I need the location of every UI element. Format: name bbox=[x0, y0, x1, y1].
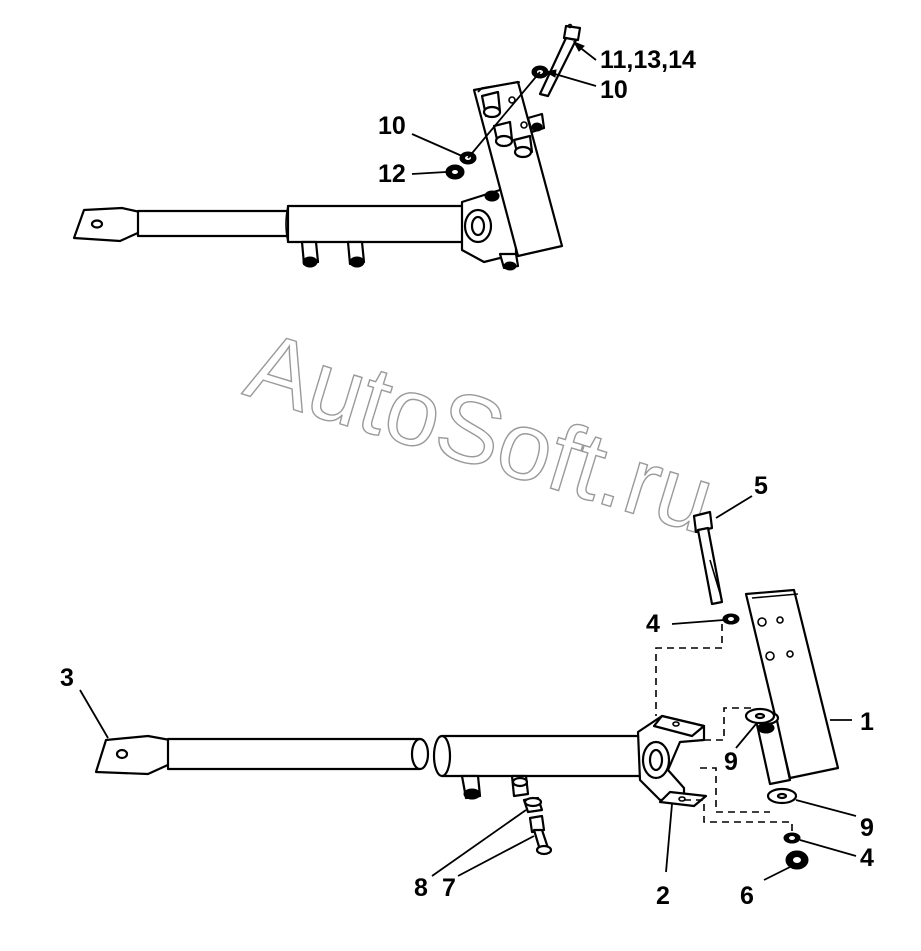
callout-4-lower: 4 bbox=[860, 844, 874, 872]
callout-8: 8 bbox=[414, 874, 428, 902]
part-8-nut bbox=[522, 796, 544, 814]
bottom-thin-tube bbox=[166, 737, 430, 771]
top-arm-thin-tube bbox=[136, 209, 292, 238]
callout-9-upper: 9 bbox=[724, 748, 738, 776]
part-9-washer-lower bbox=[766, 787, 798, 805]
callout-3: 3 bbox=[60, 664, 74, 692]
top-plate-studs bbox=[480, 90, 546, 159]
callout-4-upper: 4 bbox=[646, 610, 660, 638]
part-7-bolt bbox=[528, 814, 553, 856]
part-2-clamp bbox=[636, 714, 708, 808]
callout-10-right: 10 bbox=[600, 76, 628, 104]
bottom-tube-bolts bbox=[460, 774, 530, 800]
callout-9-lower: 9 bbox=[860, 814, 874, 842]
callout-11-13-14: 11,13,14 bbox=[600, 46, 696, 74]
bottom-thick-tube bbox=[432, 734, 648, 778]
top-assembly bbox=[72, 23, 597, 271]
top-bolt-11-13-14 bbox=[538, 23, 582, 98]
callout-12: 12 bbox=[378, 160, 406, 188]
top-arm-thick-tube bbox=[285, 204, 470, 244]
part-6-nut bbox=[785, 850, 809, 870]
part-4-washer-lower bbox=[783, 832, 801, 844]
callout-2: 2 bbox=[656, 882, 670, 910]
part-3-flat-end bbox=[94, 734, 172, 776]
callout-7: 7 bbox=[442, 874, 456, 902]
top-arm-flat-end bbox=[72, 206, 142, 243]
top-tube-bolts bbox=[300, 240, 366, 268]
callout-5: 5 bbox=[754, 472, 768, 500]
top-clamp-block bbox=[460, 188, 520, 271]
bottom-assembly bbox=[79, 495, 857, 881]
callout-10-left: 10 bbox=[378, 112, 406, 140]
bottom-leader-lines bbox=[79, 495, 857, 881]
part-1-plate bbox=[744, 588, 840, 780]
callout-labels: 11,13,14 10 10 12 5 4 3 1 9 9 4 8 7 2 6 bbox=[60, 46, 874, 910]
top-nut-12 bbox=[445, 164, 465, 180]
part-5-bolt bbox=[692, 510, 724, 606]
watermark-text: AutoSoft.ru bbox=[235, 311, 726, 554]
part-9-washer-upper bbox=[744, 707, 776, 725]
callout-6: 6 bbox=[740, 882, 754, 910]
top-leader-lines bbox=[411, 41, 597, 175]
callout-1: 1 bbox=[860, 708, 874, 736]
part-4-washer-upper bbox=[722, 613, 740, 625]
assembly-dashed-lines bbox=[655, 624, 793, 834]
